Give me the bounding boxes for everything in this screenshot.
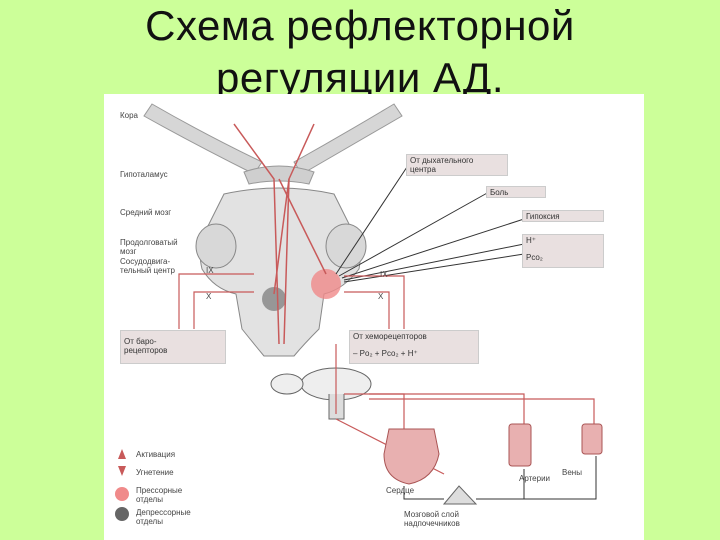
label-heart: Сердце (386, 486, 415, 495)
box-pain: Боль (486, 186, 546, 198)
label-vasomotor-1: Сосудодвига- (120, 257, 171, 266)
box-baroreceptors-line1: От баро- (124, 337, 157, 346)
adrenal-arrows (403, 456, 597, 500)
diagram-drawing (115, 103, 603, 521)
vein-shape (581, 423, 603, 455)
legend-activation: Активация (136, 450, 176, 459)
label-nerve-ix-left: IX (206, 266, 214, 275)
pressor-legend-icon (115, 487, 129, 501)
depressor-legend-icon (115, 507, 129, 521)
legend-inhibition: Угнетение (136, 468, 174, 477)
adrenal-shape (442, 485, 478, 505)
afferent-nerves-left (178, 273, 254, 329)
label-arteries: Артерии (519, 474, 551, 483)
box-baroreceptors: От баро- рецепторов (120, 330, 226, 364)
artery-shape (508, 423, 532, 467)
label-veins: Вены (562, 468, 582, 477)
legend-pressor-2: отделы (136, 495, 163, 504)
label-cortex: Кора (120, 111, 139, 120)
input-arrows (335, 163, 525, 283)
spinal-cord-section-left (270, 373, 304, 395)
label-nerve-x-right: X (378, 292, 384, 301)
box-chemoreceptors: От хеморецепторов – Pо₂ + Pco₂ + H⁺ (349, 330, 479, 364)
box-chemoreceptors-title: От хеморецепторов (353, 332, 427, 341)
descending-pathways (233, 123, 327, 345)
label-nerve-x-left: X (206, 292, 212, 301)
box-respiratory-center-line2: центра (410, 165, 436, 174)
cortex-shape-right (293, 103, 403, 175)
label-adrenal-2: надпочечников (404, 519, 460, 528)
legend-pressor-1: Прессорные (136, 486, 183, 495)
hypothalamus-shape (243, 165, 315, 185)
box-respiratory-center: От дыхательного центра (406, 154, 508, 176)
label-vasomotor-2: тельный центр (120, 266, 175, 275)
box-hypoxia: Гипоксия (522, 210, 604, 222)
label-hypothalamus: Гипоталамус (120, 170, 168, 179)
slide-title-line-1: Схема рефлекторной (145, 2, 575, 49)
label-nerve-ix-right: IX (380, 270, 388, 279)
box-baroreceptors-line2: рецепторов (124, 346, 168, 355)
legend-depressor-2: отделы (136, 517, 163, 526)
box-chemoreceptors-items: – Pо₂ + Pco₂ + H⁺ (353, 349, 418, 358)
label-adrenal-1: Мозговой слой (404, 510, 459, 519)
inhibition-icon (118, 466, 126, 476)
box-pco2: Pco₂ (526, 253, 543, 262)
label-midbrain: Средний мозг (120, 208, 172, 217)
diagram-panel: Кора Гипоталамус Средний мозг Продолгова… (104, 94, 644, 540)
slide-title-line-2: регуляции АД. (215, 54, 505, 101)
left-lobe (195, 223, 237, 269)
depressor-zone (262, 287, 286, 311)
activation-icon (118, 449, 126, 459)
label-medulla-1: Продолговатый (120, 238, 178, 247)
legend-depressor-1: Депрессорные (136, 508, 191, 517)
afferent-nerves-right (344, 275, 405, 329)
box-h-plus: H⁺ (526, 236, 536, 245)
box-h-pco2: H⁺ Pco₂ (522, 234, 604, 268)
heart-shape (383, 428, 440, 485)
right-lobe (325, 223, 367, 269)
box-respiratory-center-line1: От дыхательного (410, 156, 474, 165)
pressor-zone (311, 269, 341, 299)
label-medulla-2: мозг (120, 247, 137, 256)
